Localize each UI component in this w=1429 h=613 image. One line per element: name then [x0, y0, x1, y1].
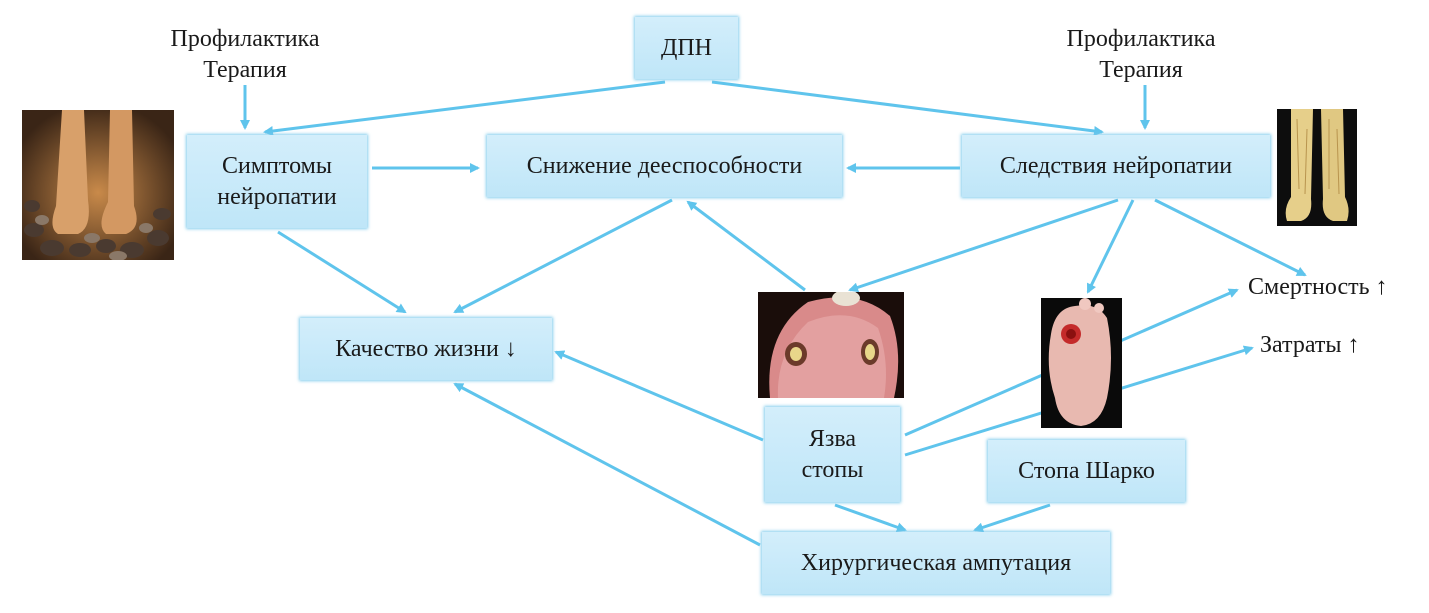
node-ulcer-label: Язва стопы	[801, 425, 864, 483]
arrow-symptoms-to-quality	[277, 230, 407, 314]
node-consequences-label: Следствия нейропатии	[999, 152, 1233, 179]
therapy-label-right: Терапия	[1099, 57, 1183, 83]
charcot-foot-image	[1041, 298, 1122, 428]
node-disability: Снижение дееспособности	[487, 135, 842, 197]
arrow-dpn-to-symptoms	[263, 80, 666, 136]
legs-image	[1277, 109, 1357, 226]
arrow-ulcer-to-disability	[686, 200, 806, 292]
node-disability-label: Снижение дееспособности	[526, 152, 803, 179]
node-dpn-label: ДПН	[660, 34, 713, 61]
feet-on-stones-image	[22, 110, 174, 260]
arrow-ulcer-to-amputation	[834, 503, 907, 533]
arrow-consequences-to-mortality	[1154, 198, 1307, 277]
arrow-consequences-to-ulcer	[848, 198, 1119, 293]
foot-ulcer-image	[758, 292, 904, 398]
node-charcot: Стопа Шарко	[988, 440, 1185, 502]
node-symptoms-label: Симптомы нейропатии	[217, 152, 337, 210]
node-quality-label: Качество жизни ↓	[335, 335, 517, 362]
node-quality: Качество жизни ↓	[300, 318, 552, 380]
node-ulcer: Язва стопы	[765, 407, 900, 502]
mortality-label: Смертность ↑	[1248, 274, 1388, 300]
therapy-label-left: Терапия	[203, 57, 287, 83]
arrow-charcot-to-amputation	[973, 503, 1051, 533]
arrow-ulcer-to-quality	[554, 350, 764, 442]
arrow-disability-to-quality	[453, 198, 673, 314]
costs-label: Затраты ↑	[1260, 332, 1360, 358]
prevention-label-right: Профилактика	[1066, 26, 1216, 52]
node-symptoms: Симптомы нейропатии	[187, 135, 367, 228]
node-amputation-label: Хирургическая ампутация	[800, 549, 1072, 576]
arrow-consequences-to-charcot	[1086, 199, 1135, 294]
node-dpn: ДПН	[635, 17, 738, 79]
prevention-label-left: Профилактика	[170, 26, 320, 52]
arrow-dpn-to-consequences	[711, 80, 1104, 136]
node-consequences: Следствия нейропатии	[962, 135, 1270, 197]
node-amputation: Хирургическая ампутация	[762, 532, 1110, 594]
arrow-amputation-to-quality	[453, 382, 761, 547]
node-charcot-label: Стопа Шарко	[1018, 457, 1155, 484]
